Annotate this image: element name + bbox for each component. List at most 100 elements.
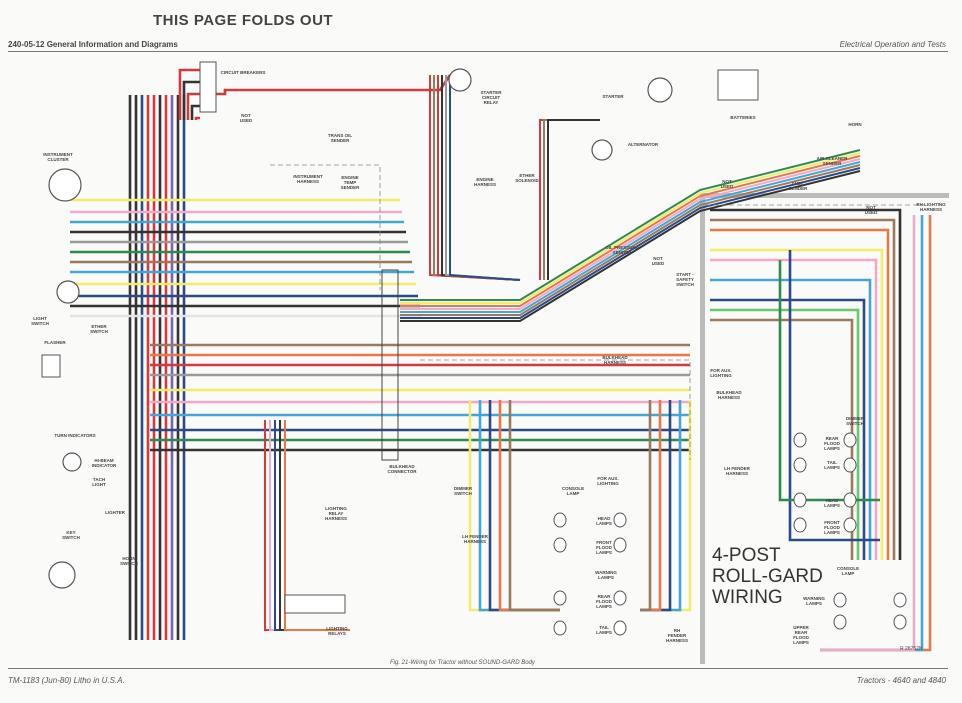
label-starter-circuit-relay: STARTER CIRCUIT RELAY [480, 90, 502, 105]
lamp [793, 492, 807, 508]
wire-light_green [710, 308, 860, 560]
label-head-lamps: HEAD LAMPS [596, 516, 612, 526]
wire-dark_blue [788, 250, 880, 542]
lamp [553, 537, 567, 553]
key-switch [48, 561, 76, 589]
label-lighting-relay-harness: LIGHTING RELAY HARNESS [324, 506, 347, 521]
label-rh-fender-harness: RH FENDER HARNESS [665, 628, 688, 643]
label-tach-light: TACH LIGHT [92, 477, 106, 487]
footer-models: Tractors - 4640 and 4840 [856, 676, 946, 685]
label-rp-front-flood-lamps: FRONT FLOOD LAMPS [824, 520, 840, 535]
wire-pink [820, 215, 916, 652]
header-chapter-title: Electrical Operation and Tests [839, 40, 946, 49]
lamp [553, 590, 567, 606]
label-engine-harness: ENGINE HARNESS [473, 177, 496, 187]
wire-yellow [710, 248, 884, 560]
lamp [893, 592, 907, 608]
label-lighting-relays: LIGHTING RELAYS [326, 626, 348, 636]
wire-black [182, 80, 200, 120]
lamp [553, 620, 567, 636]
label-hi-beam-indicator: HI-BEAM INDICATOR [91, 458, 117, 468]
lamp [613, 620, 627, 636]
wire-brown [710, 218, 896, 560]
wire-dark_blue [640, 400, 672, 612]
label-rp-not-used: NOT USED [864, 205, 878, 215]
label-tail-lamps: TAIL LAMPS [596, 625, 612, 635]
label-not-used-oil: NOT USED [651, 256, 665, 266]
label-batteries: BATTERIES [730, 115, 756, 120]
label-rp-console-lamp: CONSOLE LAMP [836, 566, 860, 576]
instrument-cluster [48, 168, 82, 202]
lamp [843, 492, 857, 508]
roll-gard-title-line-1: 4-POST [712, 545, 781, 566]
hi-beam-indicator [62, 452, 82, 472]
harness-outline [420, 359, 691, 460]
label-rp-for-aux-lighting: FOR AUX. LIGHTING [710, 368, 732, 378]
figure-caption: Fig. 21-Wiring for Tractor without SOUND… [390, 660, 535, 666]
roll-gard-title-line-2: ROLL-GARD [712, 566, 823, 587]
wire-orange [284, 420, 350, 631]
footer-rule [8, 668, 948, 669]
label-turn-indicators: TURN INDICATORS [54, 433, 96, 438]
lamp [843, 457, 857, 473]
wire-brown [640, 400, 652, 612]
lighting-relays [284, 594, 346, 614]
label-rp-tail-lamps: TAIL LAMPS [824, 460, 840, 470]
wire-brown [710, 318, 854, 560]
lamp [613, 590, 627, 606]
label-horn: HORN [848, 122, 862, 127]
label-rp-dimmer-switch: DIMMER SWITCH [845, 416, 865, 426]
label-flasher: FLASHER [44, 340, 66, 345]
label-not-used: NOT USED [239, 113, 253, 123]
wire-dark_green [400, 149, 861, 301]
wire-black [190, 104, 200, 120]
label-front-flood-lamps: FRONT FLOOD LAMPS [596, 540, 612, 555]
label-trans-oil-sender: TRANS OIL SENDER [327, 133, 353, 143]
wire-orange [710, 228, 890, 560]
wire-light_blue [400, 161, 861, 313]
label-console-lamp: CONSOLE LAMP [561, 486, 585, 496]
label-ether-switch: ETHER SWITCH [90, 324, 108, 334]
label-instrument-harness: INSTRUMENT HARNESS [293, 174, 323, 184]
batteries [717, 69, 759, 101]
wire-brown [400, 164, 861, 316]
label-lighter: LIGHTER [105, 510, 125, 515]
wire-dark_blue [710, 298, 866, 560]
wire-yellow [400, 152, 861, 304]
label-rp-head-lamps: HEAD LAMPS [824, 498, 840, 508]
lamp [833, 614, 847, 630]
label-not-used-engine: NOT USED [720, 179, 734, 189]
header-rule [8, 51, 948, 52]
label-rp-lh-fender-harness: LH FENDER HARNESS [724, 466, 750, 476]
label-bulkhead-connector: BULKHEAD CONNECTOR [387, 464, 417, 474]
footer-publication: TM-1183 (Jun-80) Litho in U.S.A. [8, 676, 125, 685]
lamp [793, 517, 807, 533]
circuit-breakers [199, 61, 217, 113]
starter [647, 77, 673, 103]
label-instrument-cluster: INSTRUMENT CLUSTER [43, 152, 73, 162]
roll-gard-panel [700, 193, 949, 664]
wire-light_blue [478, 400, 560, 612]
wire-orange [400, 155, 861, 307]
label-horn-switch: HORN SWITCH [120, 556, 138, 566]
starter-circuit-relay [448, 68, 472, 92]
label-rp-upper-rear-flood-lamps: UPPER REAR FLOOD LAMPS [793, 625, 809, 645]
header-section-title: 240-05-12 General Information and Diagra… [8, 40, 178, 49]
label-starter: STARTER [602, 94, 624, 99]
wire-red [186, 92, 200, 120]
harness-outline [270, 164, 381, 290]
wire-yellow [640, 400, 692, 612]
fold-notice: THIS PAGE FOLDS OUT [153, 12, 334, 29]
label-oil-pressure-sender: OIL PRESSURE SENDER [605, 245, 639, 255]
lamp [843, 517, 857, 533]
alternator [591, 139, 613, 161]
label-dimmer-switch: DIMMER SWITCH [453, 486, 473, 496]
wire-pink [710, 258, 878, 560]
drawing-code: R 28752N [900, 646, 923, 652]
label-air-cleaner-sender: AIR CLEANER SENDER [816, 156, 848, 166]
label-warning-lamps: WARNING LAMPS [595, 570, 617, 580]
label-circuit-breakers: CIRCUIT BREAKERS [220, 70, 266, 75]
label-rh-lighting-harness: RH LIGHTING HARNESS [916, 202, 946, 212]
label-light-switch: LIGHT SWITCH [31, 316, 49, 326]
